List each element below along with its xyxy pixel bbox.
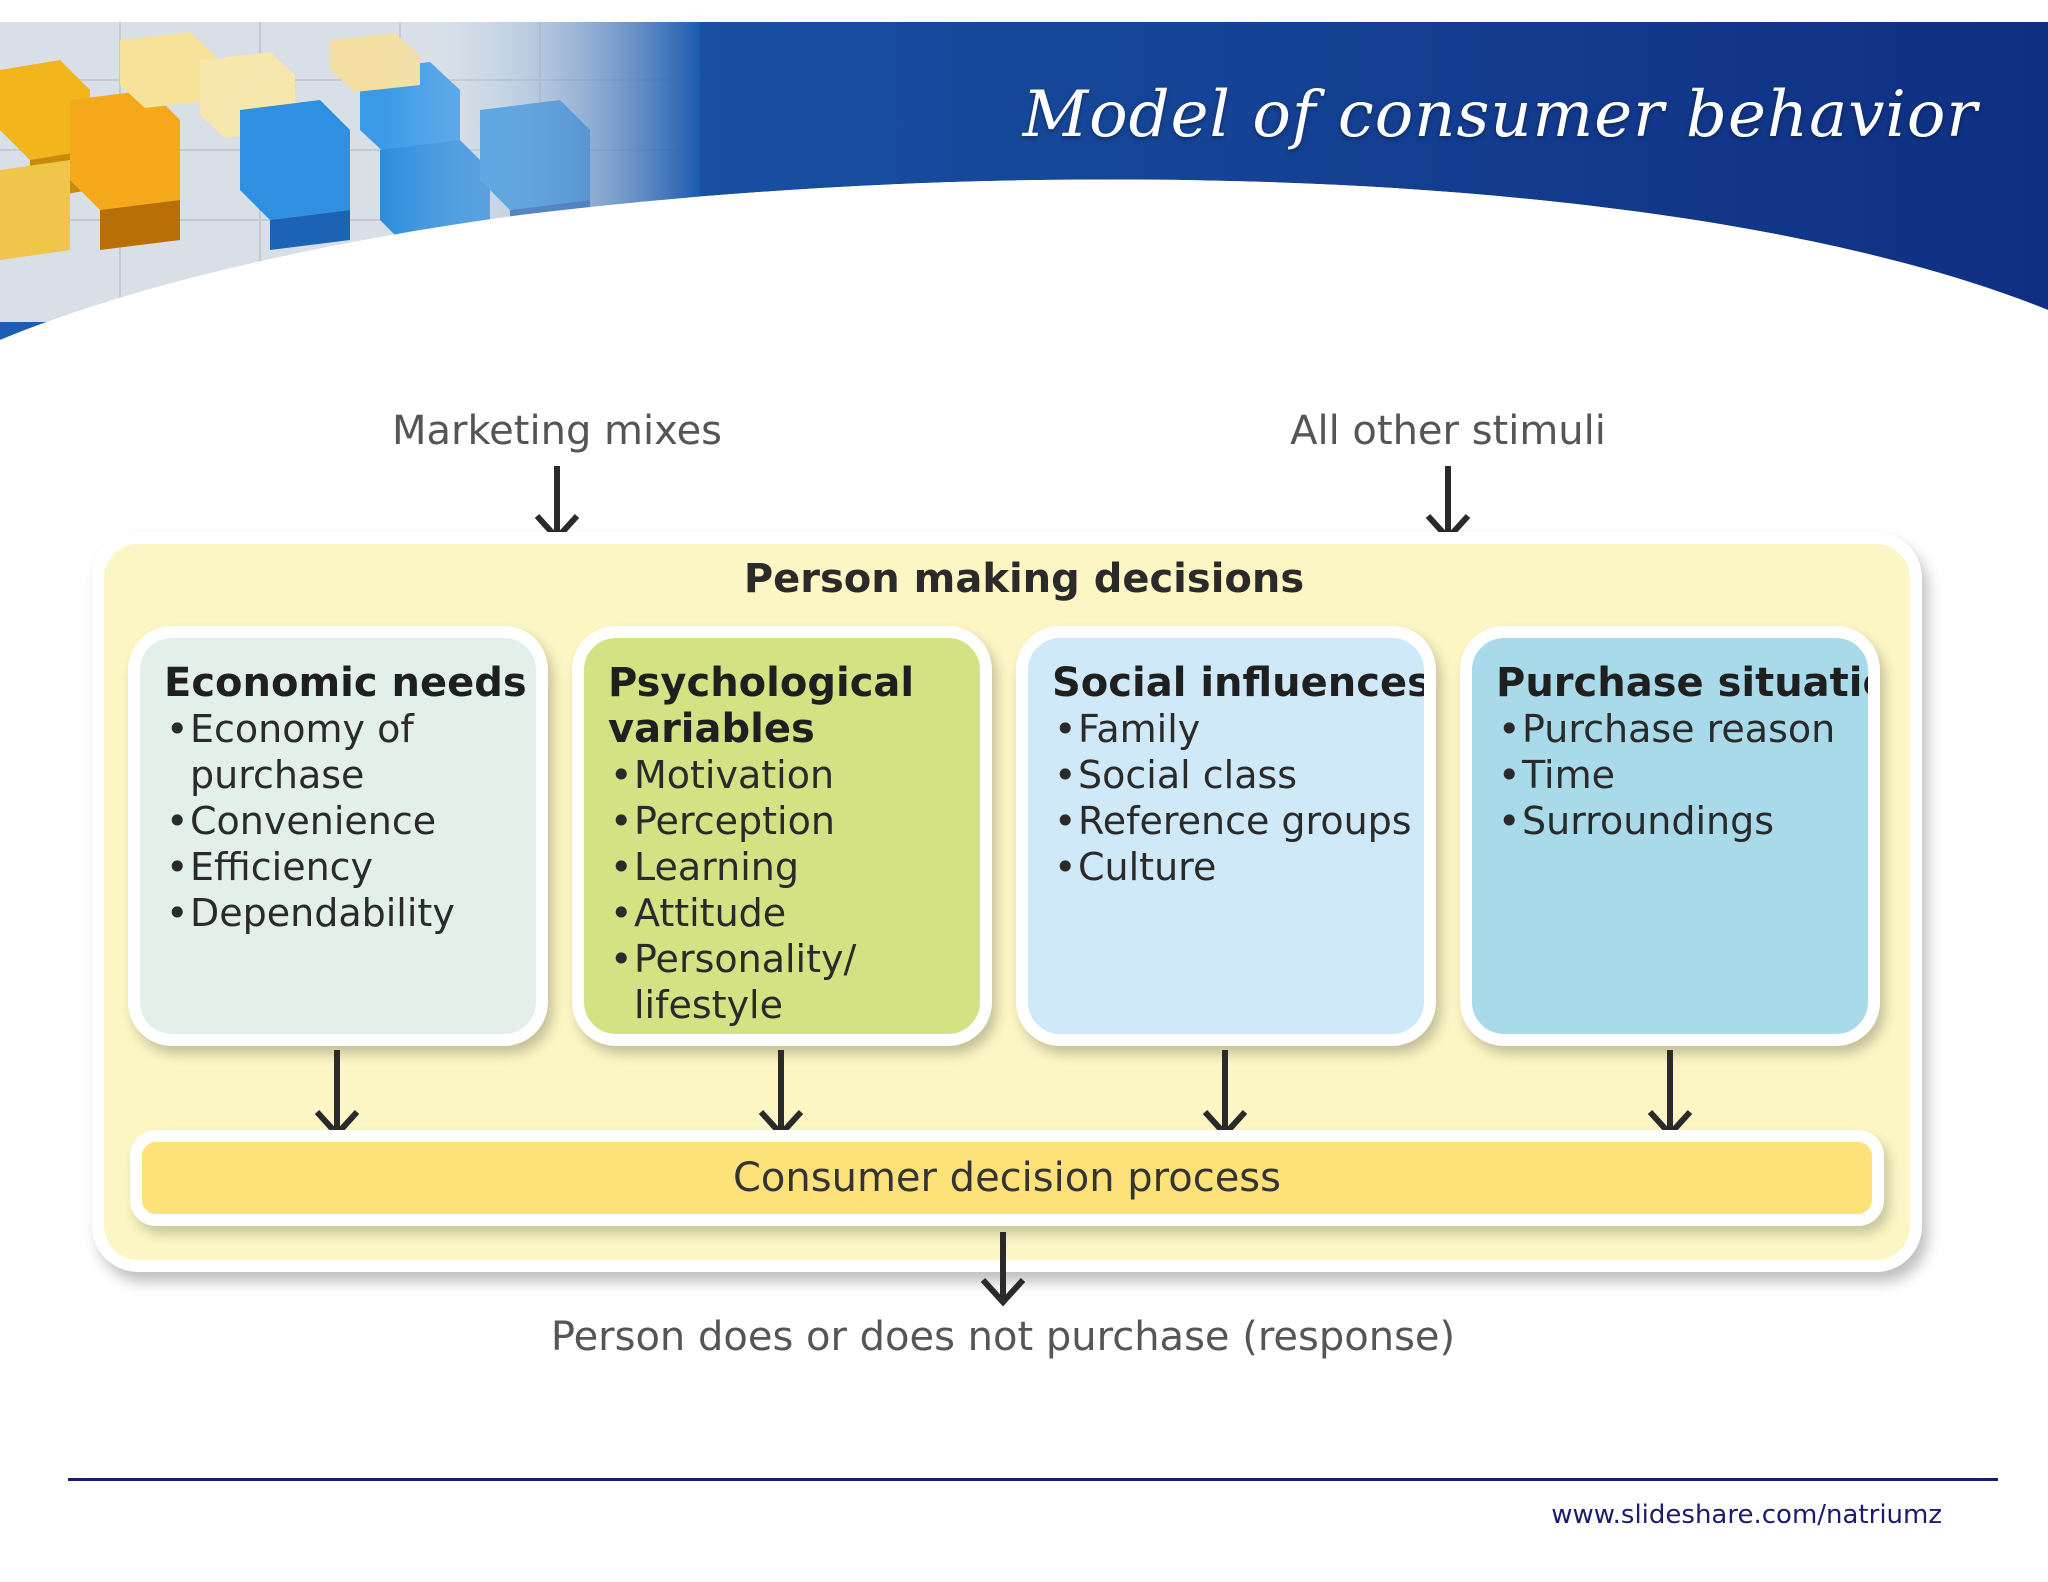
factor-heading: Economic needs [164, 660, 527, 706]
factor-box-social-influences: Social influences Family Social class Re… [1016, 626, 1436, 1046]
arrow-down-icon [1202, 1050, 1248, 1139]
footer-url: www.slideshare.com/natriumz [1551, 1500, 1942, 1530]
list-item: Motivation [608, 752, 960, 798]
list-item: purchase [190, 753, 365, 797]
list-item: lifestyle [634, 983, 783, 1027]
arrow-down-icon [1647, 1050, 1693, 1139]
factor-box-economic-needs: Economic needs Economy of purchase Conve… [128, 626, 548, 1046]
process-label: Consumer decision process [733, 1155, 1281, 1201]
factor-list: Motivation Perception Learning Attitude … [608, 752, 960, 1028]
list-item: Time [1496, 752, 1848, 798]
list-item: Purchase reason [1496, 706, 1848, 752]
slide-header-banner [0, 0, 2048, 360]
list-item: Family [1052, 706, 1404, 752]
list-item: Reference groups [1052, 798, 1412, 844]
arrow-down-icon [758, 1050, 804, 1139]
factor-list: Purchase reason Time Surroundings [1496, 706, 1848, 844]
panel-title: Person making decisions [743, 556, 1305, 602]
list-item: Social class [1052, 752, 1404, 798]
footer-divider [68, 1478, 1998, 1481]
list-item: Surroundings [1496, 798, 1848, 844]
factor-list: Family Social class Reference groups Cul… [1052, 706, 1412, 890]
list-item: Efficiency [164, 844, 516, 890]
response-label: Person does or does not purchase (respon… [550, 1314, 1456, 1360]
list-item: Culture [1052, 844, 1404, 890]
list-item: Learning [608, 844, 960, 890]
list-item: Attitude [608, 890, 960, 936]
list-item: Dependability [164, 890, 516, 936]
consumer-decision-process-bar: Consumer decision process [130, 1130, 1884, 1226]
factor-list: Economy of purchase Convenience Efficien… [164, 706, 516, 936]
list-item: Convenience [164, 798, 516, 844]
list-item: Personality/ [608, 936, 960, 982]
factor-heading: Psychological variables [608, 660, 915, 752]
slide-title: Model of consumer behavior [1022, 78, 1978, 152]
factor-box-psychological-variables: Psychological variables Motivation Perce… [572, 626, 992, 1046]
factor-box-purchase-situation: Purchase situation Purchase reason Time … [1460, 626, 1880, 1046]
arrow-down-icon [980, 1232, 1026, 1307]
stimulus-other: All other stimuli [1290, 408, 1606, 454]
list-item: Economy of [164, 706, 516, 752]
arrow-down-icon [314, 1050, 360, 1139]
list-item: Perception [608, 798, 960, 844]
factor-heading: Purchase situation [1496, 660, 1880, 706]
factor-heading: Social influences [1052, 660, 1431, 706]
stimulus-marketing-mixes: Marketing mixes [391, 408, 723, 454]
